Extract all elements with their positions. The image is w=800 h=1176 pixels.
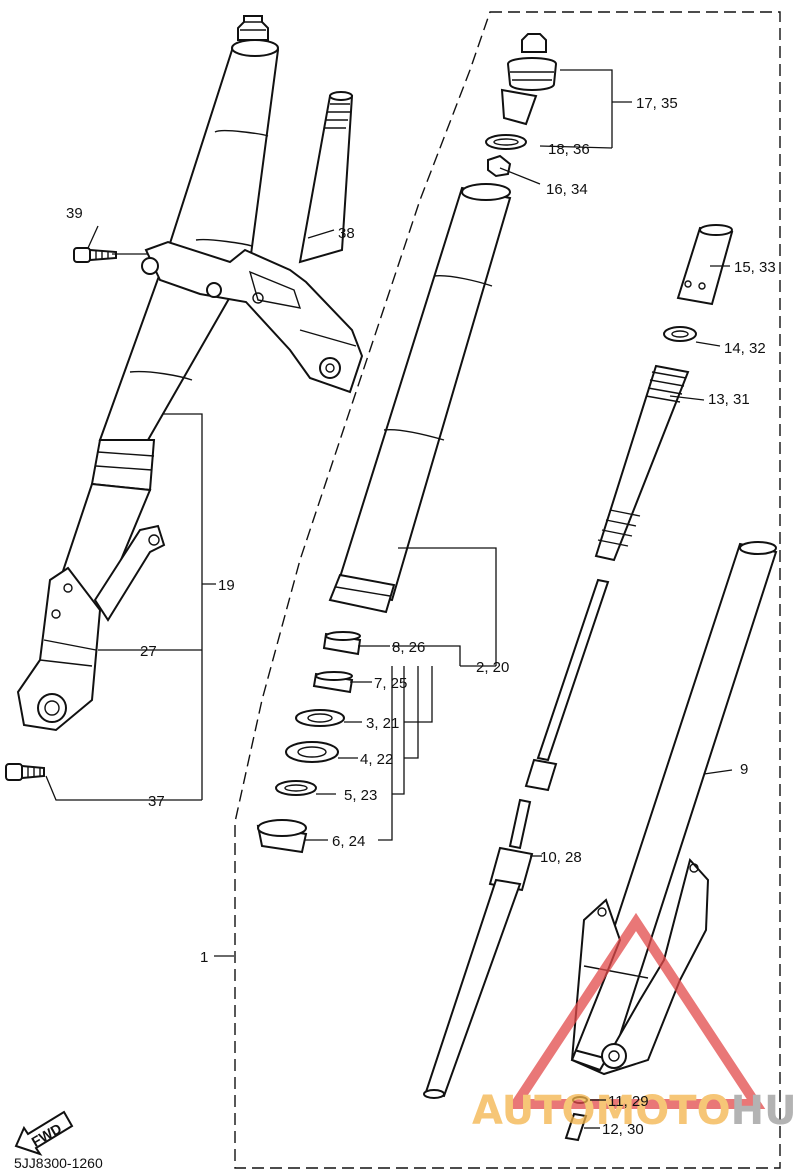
callout-7-25: 7, 25 xyxy=(374,675,407,692)
callout-15-33: 15, 33 xyxy=(734,259,776,276)
fwd-arrow-icon: FWD xyxy=(14,1110,74,1156)
washer-14 xyxy=(663,326,697,342)
damper-rod-10 xyxy=(423,578,610,1099)
callout-labels: 17, 35 18, 36 16, 34 39 38 15, 33 14, 32… xyxy=(66,95,776,1138)
callout-14-32: 14, 32 xyxy=(724,340,766,357)
callout-38: 38 xyxy=(338,225,355,242)
axle-pinch-bolt-37 xyxy=(5,763,45,781)
nut-16 xyxy=(487,154,512,178)
callout-39: 39 xyxy=(66,205,83,222)
callout-37: 37 xyxy=(148,793,165,810)
seal-7 xyxy=(312,671,354,694)
watermark-text-a: AUTOMOTO xyxy=(472,1088,731,1134)
callout-17-35: 17, 35 xyxy=(636,95,678,112)
callout-6-24: 6, 24 xyxy=(332,833,365,850)
seal-8 xyxy=(322,631,362,656)
callout-3-21: 3, 21 xyxy=(366,715,399,732)
callout-27: 27 xyxy=(140,643,157,660)
o-ring-18 xyxy=(485,134,527,150)
callout-10-28: 10, 28 xyxy=(540,849,582,866)
cap-bolt-17 xyxy=(500,33,558,126)
automotohub-watermark: AUTOMOTOHUB xyxy=(472,912,800,1134)
spacer-15 xyxy=(676,224,734,306)
callout-13-31: 13, 31 xyxy=(708,391,750,408)
diagram-code: 5JJ8300-1260 xyxy=(14,1155,103,1171)
svg-text:AUTOMOTOHUB: AUTOMOTOHUB xyxy=(472,1088,800,1134)
assembled-fork-leg xyxy=(16,15,280,732)
under-bracket xyxy=(141,91,364,394)
washer-3 xyxy=(295,709,345,727)
callout-5-23: 5, 23 xyxy=(344,787,377,804)
callout-11-29: 11, 29 xyxy=(608,1093,649,1110)
watermark-text-b: HUB xyxy=(731,1088,800,1134)
callout-18-36: 18, 36 xyxy=(548,141,590,158)
callout-2-20: 2, 20 xyxy=(476,659,509,676)
assembly-boundary xyxy=(234,11,781,1169)
pinch-bolt-39 xyxy=(73,247,117,263)
callout-1: 1 xyxy=(200,949,208,966)
callout-12-30: 12, 30 xyxy=(602,1121,644,1138)
leader-lines xyxy=(45,69,733,1129)
callout-4-22: 4, 22 xyxy=(360,751,393,768)
callout-9: 9 xyxy=(740,761,748,778)
oil-seal-4 xyxy=(285,741,339,763)
callout-16-34: 16, 34 xyxy=(546,181,588,198)
dust-seal-6 xyxy=(256,819,308,854)
inner-tube-2 xyxy=(328,183,512,614)
outer-tube-9 xyxy=(570,541,778,1076)
callout-19: 19 xyxy=(218,577,235,594)
fork-spring-13 xyxy=(594,364,690,562)
clip-5 xyxy=(275,780,317,796)
callout-8-26: 8, 26 xyxy=(392,639,425,656)
